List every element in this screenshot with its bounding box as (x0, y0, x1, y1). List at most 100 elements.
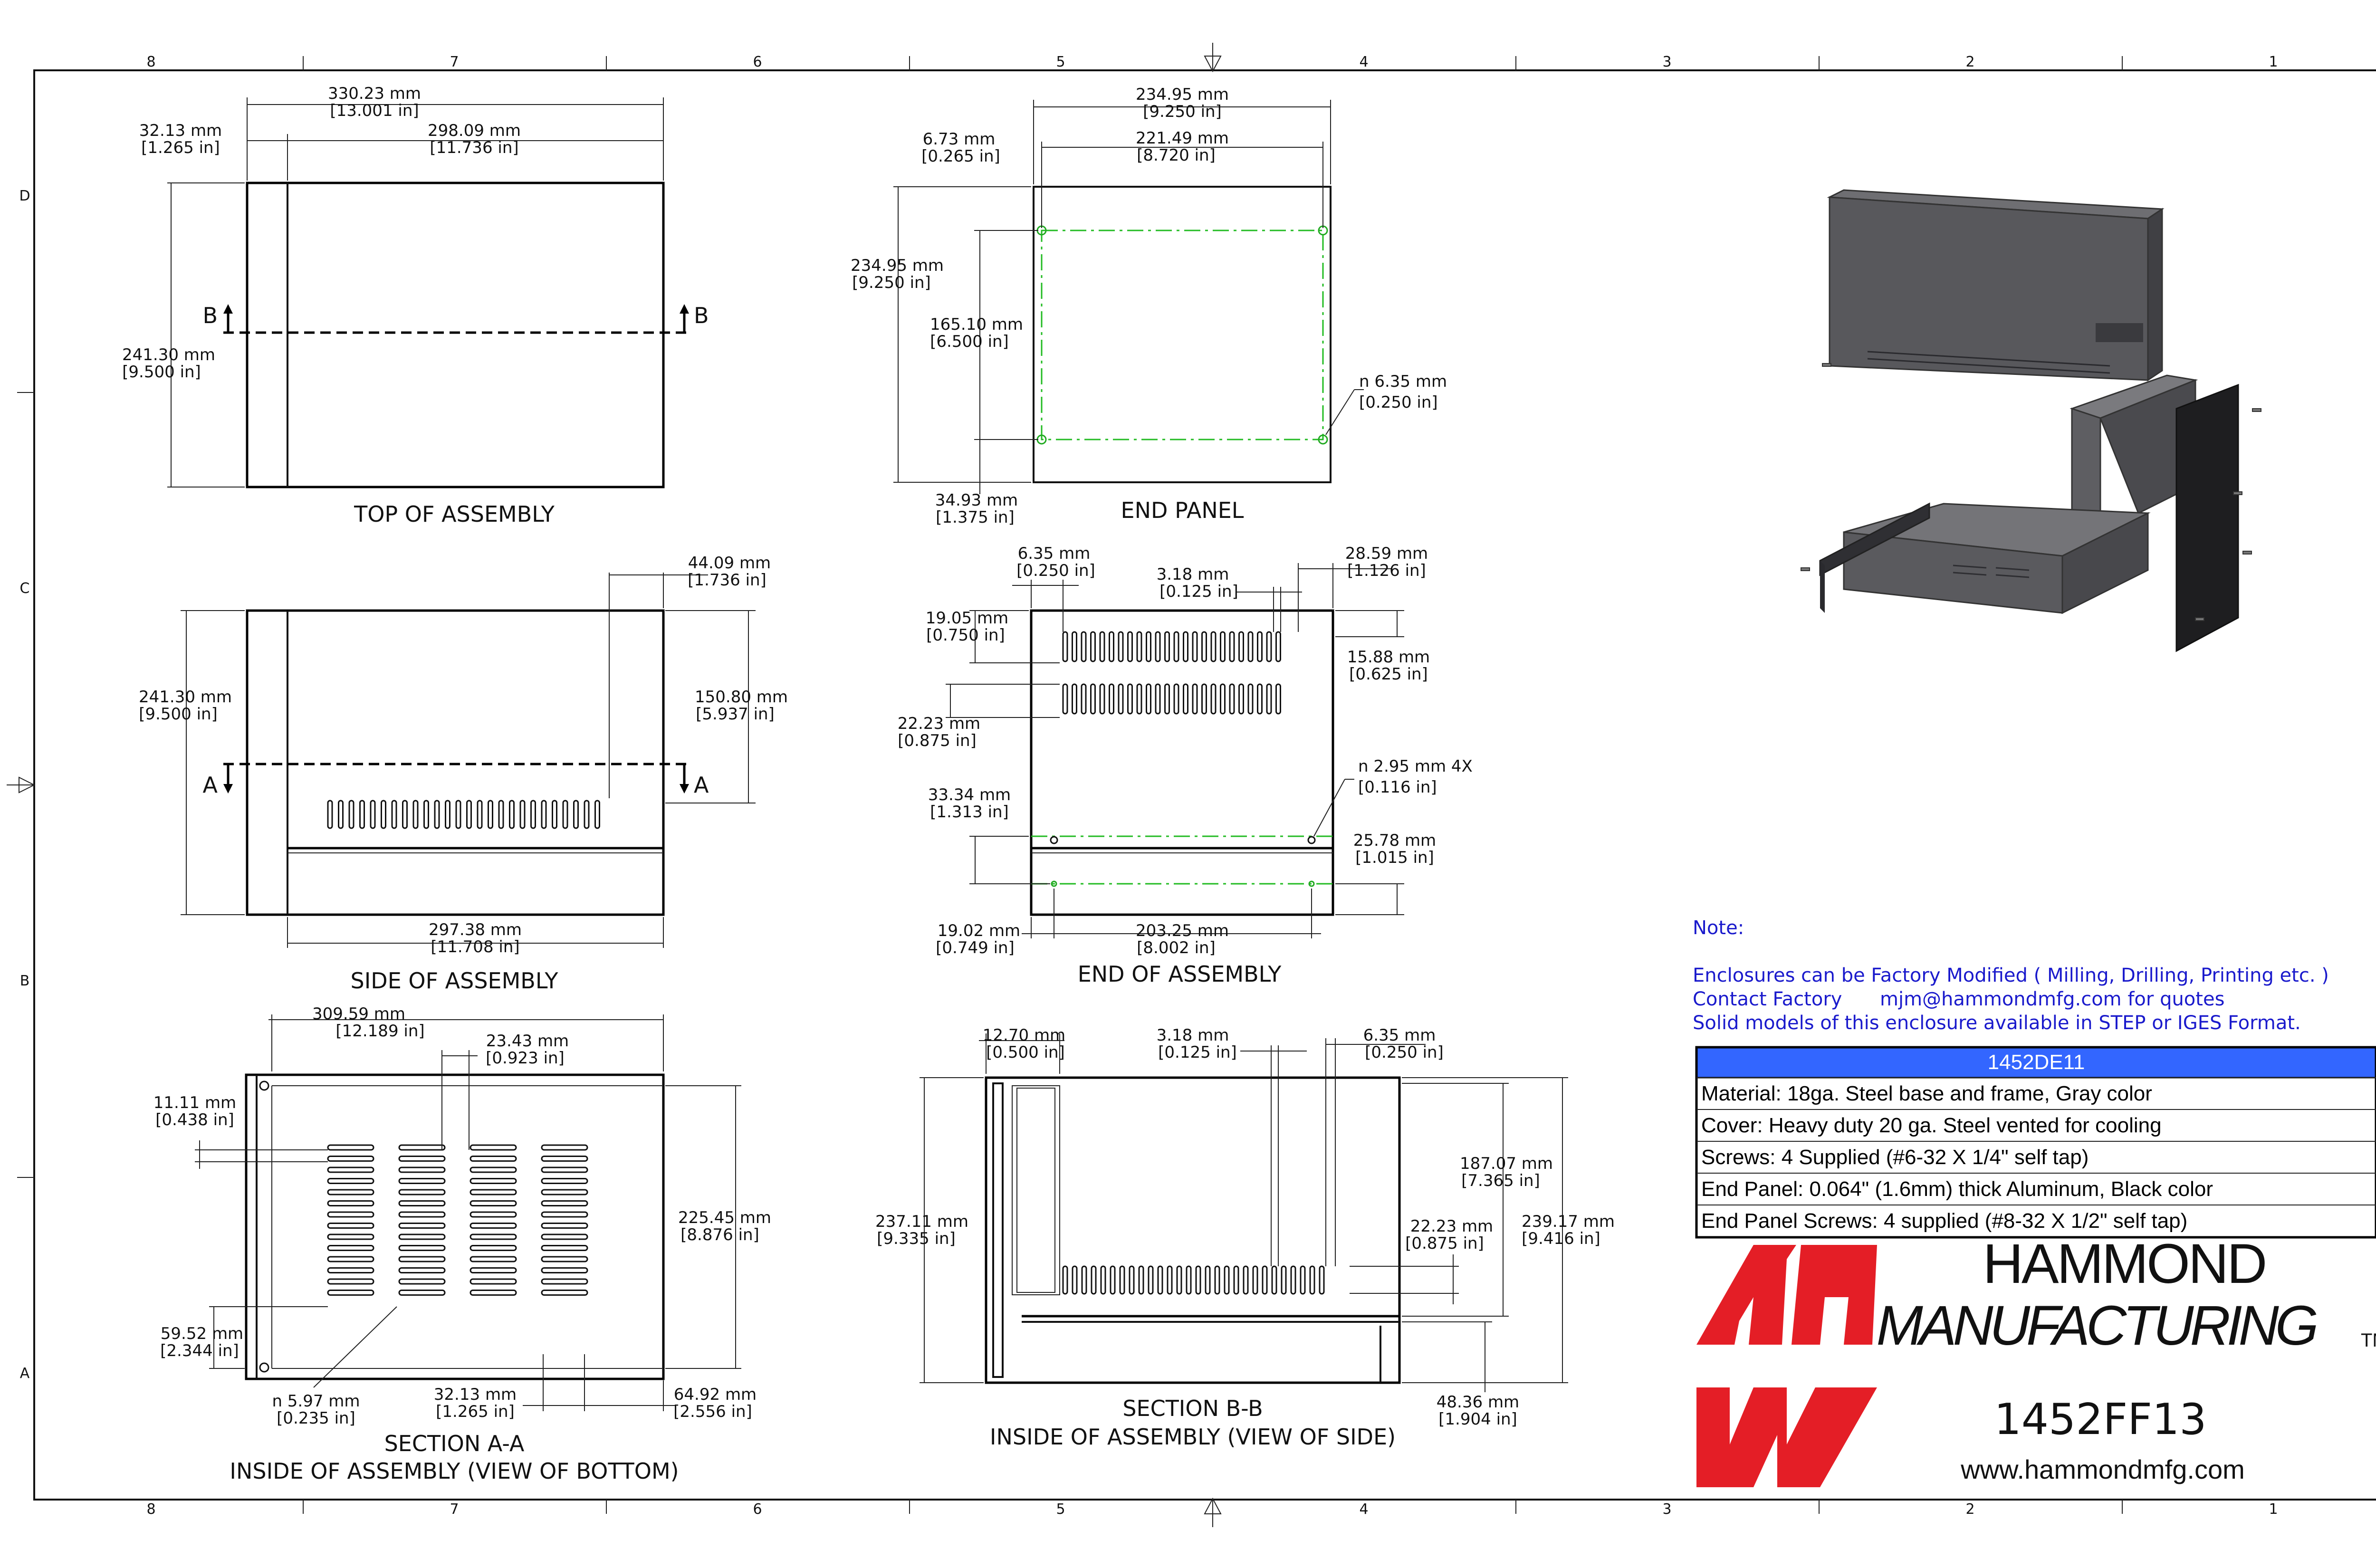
sb-dim-venttop-in: [7.365 in] (1461, 1171, 1540, 1190)
side-view-title: SIDE OF ASSEMBLY (351, 968, 559, 994)
part-number: 1452FF13 (1994, 1395, 2206, 1444)
sa-dim-rightoff-in: [2.556 in] (673, 1402, 752, 1421)
sa-dim-leftoff-in: [1.265 in] (436, 1402, 515, 1421)
section-b-label-right: B (694, 303, 709, 328)
sa-dim-hole-in: [0.235 in] (277, 1409, 355, 1428)
vent-slot (1183, 683, 1188, 715)
end-dim-holespan-in: [8.002 in] (1137, 938, 1216, 957)
top-dim-overall-mm: 330.23 mm (328, 84, 421, 103)
end-dim-rowgap-in: [0.625 in] (1349, 665, 1428, 684)
end-dim-rightoff-in: [1.126 in] (1347, 561, 1426, 580)
top-dim-inner-in: [11.736 in] (430, 138, 518, 157)
vent-slot (1136, 631, 1142, 662)
endpanel-dim-hole-in: [0.250 in] (1359, 393, 1438, 412)
vent-slot (1138, 1265, 1144, 1295)
vent-slot (541, 1189, 588, 1195)
section-b-view: 12.70 mm [0.500 in] 3.18 mm [0.125 in] 6… (875, 1026, 1615, 1450)
vent-slot (1186, 1265, 1192, 1295)
vent-slot (1247, 631, 1254, 662)
vent-slot (1157, 1265, 1163, 1295)
vent-slot (1081, 1265, 1087, 1295)
vent-slot (1118, 631, 1124, 662)
zone-col-2: 2 (1965, 54, 1974, 70)
sa-dim-colpitch-mm: 23.43 mm (486, 1032, 569, 1051)
vent-slot (423, 800, 429, 829)
vent-slot (1201, 683, 1207, 715)
vent-slot (584, 800, 590, 829)
vent-slot (327, 1178, 374, 1184)
endpanel-dim-leftoff-mm: 6.73 mm (923, 130, 996, 149)
sb-dim-sloth-mm: 22.23 mm (1410, 1217, 1493, 1236)
vent-slot (1090, 631, 1096, 662)
vent-slot (1099, 683, 1105, 715)
vent-slot (469, 1223, 517, 1229)
vent-slot (1146, 631, 1151, 662)
vent-slot (1262, 1265, 1268, 1295)
top-dim-edge-in: [1.265 in] (141, 138, 220, 157)
vent-slot (348, 800, 354, 829)
vent-slot (541, 1178, 588, 1184)
zone-col-3: 3 (1662, 54, 1671, 70)
vent-slot (1129, 1265, 1135, 1295)
vent-slot (1275, 683, 1281, 715)
top-dim-depth-mm: 241.30 mm (122, 345, 215, 364)
vent-slot (1220, 683, 1226, 715)
sa-dim-height-in: [8.876 in] (680, 1225, 759, 1244)
vent-slot (1192, 631, 1198, 662)
sa-dim-rightoff-mm: 64.92 mm (674, 1385, 757, 1404)
zone-col-2-bottom: 2 (1965, 1501, 1974, 1518)
sb-dim-leftoff-in: [0.500 in] (986, 1043, 1065, 1062)
vent-slot (398, 1245, 446, 1251)
vent-slot (530, 800, 536, 829)
sb-dim-sloth-in: [0.875 in] (1405, 1234, 1484, 1253)
vent-slot (541, 1200, 588, 1206)
sb-dim-slotw-in: [0.125 in] (1158, 1043, 1237, 1062)
notes-line-2a: Contact Factory (1693, 988, 1842, 1010)
trademark-mark: TM (2361, 1330, 2376, 1351)
sb-dim-slotw-mm: 3.18 mm (1157, 1026, 1229, 1045)
vent-slot (434, 800, 440, 829)
zone-col-5-bottom: 5 (1056, 1501, 1065, 1518)
notes-line-1: Enclosures can be Factory Modified ( Mil… (1693, 965, 2329, 986)
vent-slot (1081, 683, 1087, 715)
spec-row-screws: Screws: 4 Supplied (#6-32 X 1/4" self ta… (1701, 1146, 2089, 1169)
zone-col-6: 6 (753, 54, 762, 70)
vent-slot (1146, 683, 1151, 715)
vent-slot (1099, 631, 1105, 662)
endpanel-dim-holev-in: [6.500 in] (930, 332, 1009, 351)
zone-ticks (17, 56, 2123, 1514)
vent-slot (412, 800, 419, 829)
vent-slot (541, 1290, 588, 1296)
sb-dim-baseh-in: [1.904 in] (1438, 1410, 1517, 1429)
endpanel-dim-holespan-mm: 221.49 mm (1136, 129, 1229, 148)
vent-slot (327, 1278, 374, 1285)
title-block: HAMMOND MANUFACTURING TM 1452FF13 www.ha… (1696, 1233, 2376, 1487)
vent-slot (541, 1144, 588, 1151)
section-a-outline (245, 1073, 665, 1380)
vent-slot (1119, 1265, 1125, 1295)
vent-slot (541, 1256, 588, 1262)
vent-slot (498, 800, 504, 829)
end-dim-holeoff-in: [0.749 in] (936, 938, 1015, 957)
end-dim-rowgap-mm: 15.88 mm (1347, 648, 1430, 667)
vent-slot (370, 800, 376, 829)
vent-slot (469, 1211, 517, 1218)
vent-slot (1118, 683, 1124, 715)
vent-slot (469, 1267, 517, 1273)
vent-slot (469, 1256, 517, 1262)
vent-slot (1100, 1265, 1106, 1295)
vent-slot (1091, 1265, 1097, 1295)
spec-row-material: Material: 18ga. Steel base and frame, Gr… (1701, 1082, 2152, 1105)
vent-slot (1090, 683, 1096, 715)
notes-block: Note: Enclosures can be Factory Modified… (1693, 917, 2329, 1034)
section-b-outline (985, 1076, 1401, 1384)
vent-slot (327, 1245, 374, 1251)
vent-slot (1238, 683, 1244, 715)
vent-slot (1109, 683, 1114, 715)
zone-col-7: 7 (450, 54, 459, 70)
vent-slot (398, 1211, 446, 1218)
side-of-assembly-view: A A 241.30 mm [9.500 in] 44.09 mm [1.736… (139, 554, 788, 994)
side-dim-venth-mm: 150.80 mm (695, 688, 788, 707)
vent-slot (594, 800, 600, 829)
